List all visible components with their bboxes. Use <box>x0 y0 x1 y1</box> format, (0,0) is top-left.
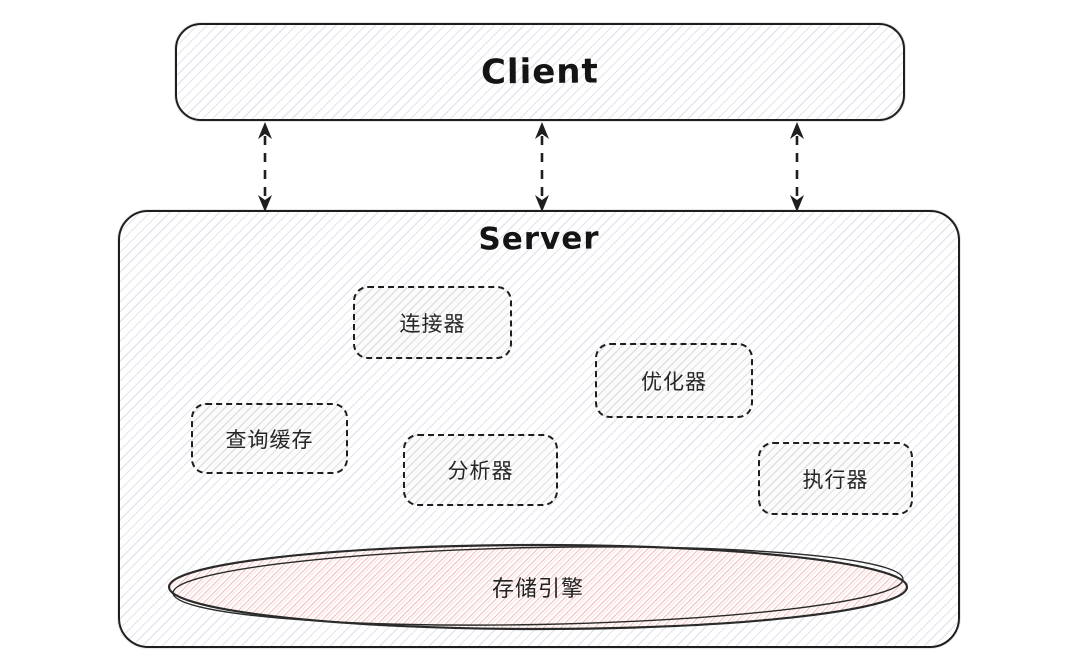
storage-engine-label: 存储引擎 <box>491 576 584 601</box>
storage-engine-ellipse <box>167 543 909 631</box>
component-node-query-cache: 查询缓存 <box>191 403 348 474</box>
component-label: 优化器 <box>641 370 707 394</box>
bidirectional-arrow-icon <box>535 122 549 212</box>
component-node-optimizer: 优化器 <box>595 343 753 418</box>
component-node-connector: 连接器 <box>353 286 512 359</box>
bidirectional-arrow-icon <box>258 122 272 212</box>
component-label: 查询缓存 <box>225 428 314 452</box>
server-label: Server <box>478 220 600 258</box>
client-node: Client <box>175 23 905 121</box>
client-label: Client <box>480 51 600 93</box>
component-label: 分析器 <box>447 460 514 483</box>
component-node-analyzer: 分析器 <box>403 434 558 506</box>
component-label: 执行器 <box>802 468 869 492</box>
bidirectional-arrow-icon <box>790 122 804 212</box>
component-label: 连接器 <box>399 312 466 336</box>
component-node-executor: 执行器 <box>758 442 913 515</box>
